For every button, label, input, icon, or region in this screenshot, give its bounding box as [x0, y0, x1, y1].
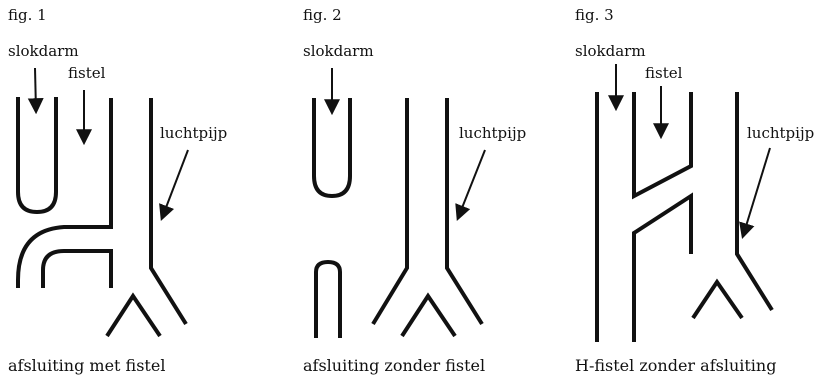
esophagus-lower-stub	[316, 262, 340, 338]
esophagus-lower-inner	[43, 251, 111, 288]
esophagus-right-wall-lower	[634, 196, 691, 342]
trachea-bifurcation	[107, 296, 160, 336]
trachea-left-wall	[373, 98, 407, 324]
esophagus-upper-pouch	[18, 97, 56, 212]
figure-3: fig. 3 slokdarm fistel luchtpijp H-fiste…	[567, 0, 818, 380]
esophagus-arrow	[35, 68, 36, 111]
esophagus-lower-outer	[18, 98, 111, 288]
fig1-drawing	[0, 0, 270, 380]
figure-2: fig. 2 slokdarm luchtpijp afsluiting zon…	[295, 0, 565, 380]
trachea-right-wall	[151, 98, 186, 324]
esophagus-upper-pouch	[314, 98, 350, 196]
trachea-arrow	[743, 148, 770, 236]
esophagus-right-wall-upper	[634, 92, 691, 196]
trachea-arrow	[458, 150, 485, 218]
fig3-drawing	[567, 0, 818, 380]
fig2-drawing	[295, 0, 565, 380]
figure-1: fig. 1 slokdarm fistel luchtpijp afsluit…	[0, 0, 270, 380]
trachea-right-wall	[447, 98, 482, 324]
trachea-bifurcation	[693, 282, 742, 318]
trachea-bifurcation	[402, 296, 455, 336]
trachea-arrow	[162, 150, 188, 218]
